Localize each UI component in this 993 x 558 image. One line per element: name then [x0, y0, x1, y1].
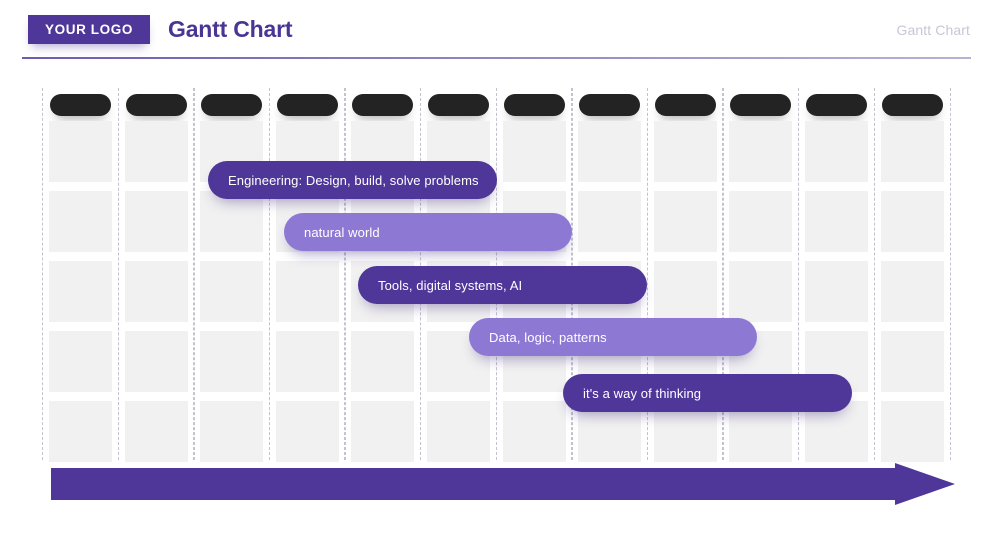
gantt-task-bar[interactable]: Engineering: Design, build, solve proble…	[208, 161, 497, 199]
gantt-task-label: Data, logic, patterns	[489, 329, 607, 345]
logo-label: YOUR LOGO	[45, 22, 133, 37]
gantt-task-bar[interactable]: natural world	[284, 213, 572, 251]
grid-cell[interactable]	[275, 331, 339, 392]
gantt-task-label: it's a way of thinking	[583, 385, 702, 401]
grid-cell[interactable]	[805, 121, 868, 182]
gantt-task-label: Engineering: Design, build, solve proble…	[228, 172, 479, 188]
grid-cell[interactable]	[351, 331, 415, 392]
column-header-pill[interactable]	[503, 94, 565, 116]
grid-cell[interactable]	[200, 191, 264, 252]
grid-cell[interactable]	[124, 191, 188, 252]
grid-cell[interactable]	[729, 261, 793, 322]
column-header-pill[interactable]	[276, 94, 338, 116]
grid-cell[interactable]	[351, 401, 415, 462]
column-header-pill[interactable]	[730, 94, 792, 116]
gantt-column-2[interactable]	[117, 88, 195, 462]
page-title: Gantt Chart	[168, 16, 293, 42]
column-header-pill[interactable]	[201, 94, 263, 116]
gantt-column-1[interactable]	[42, 88, 119, 462]
grid-cell[interactable]	[880, 191, 944, 252]
grid-cell[interactable]	[49, 331, 112, 392]
grid-cell[interactable]	[275, 261, 339, 322]
column-header-pill[interactable]	[352, 94, 414, 116]
grid-cell[interactable]	[275, 401, 339, 462]
grid-cell[interactable]	[880, 331, 944, 392]
grid-cell[interactable]	[502, 121, 566, 182]
column-header-pill[interactable]	[579, 94, 641, 116]
grid-cell[interactable]	[578, 191, 642, 252]
grid-cell[interactable]	[880, 121, 944, 182]
timeline-arrow-shaft	[51, 468, 896, 500]
timeline-arrow	[51, 463, 956, 505]
grid-cell[interactable]	[49, 121, 112, 182]
grid-cell[interactable]	[427, 401, 490, 462]
page-header: YOUR LOGO Gantt Chart Gantt Chart	[0, 0, 993, 60]
gantt-task-label: natural world	[304, 224, 380, 240]
grid-cell[interactable]	[653, 261, 717, 322]
gantt-task-bar[interactable]: it's a way of thinking	[563, 374, 852, 412]
grid-cell[interactable]	[124, 401, 188, 462]
grid-cell[interactable]	[880, 261, 944, 322]
grid-cell[interactable]	[124, 261, 188, 322]
grid-cell[interactable]	[200, 401, 264, 462]
gantt-column-12[interactable]	[873, 88, 951, 462]
grid-cell[interactable]	[729, 191, 793, 252]
gantt-task-bar[interactable]: Tools, digital systems, AI	[358, 266, 647, 304]
grid-cell[interactable]	[578, 121, 642, 182]
column-header-pill[interactable]	[881, 94, 943, 116]
gantt-column-4[interactable]	[268, 88, 346, 462]
grid-cell[interactable]	[200, 331, 264, 392]
grid-cell[interactable]	[653, 191, 717, 252]
grid-cell[interactable]	[49, 401, 112, 462]
column-header-pill[interactable]	[806, 94, 867, 116]
column-header-pill[interactable]	[50, 94, 111, 116]
column-header-pill[interactable]	[654, 94, 716, 116]
grid-cell[interactable]	[880, 401, 944, 462]
logo-badge[interactable]: YOUR LOGO	[28, 15, 150, 44]
gantt-task-bar[interactable]: Data, logic, patterns	[469, 318, 757, 356]
gantt-task-label: Tools, digital systems, AI	[378, 277, 523, 293]
column-header-pill[interactable]	[428, 94, 489, 116]
grid-cell[interactable]	[502, 401, 566, 462]
grid-cell[interactable]	[805, 261, 868, 322]
grid-cell[interactable]	[49, 191, 112, 252]
grid-cell[interactable]	[124, 331, 188, 392]
timeline-arrow-head	[895, 463, 955, 505]
grid-cell[interactable]	[729, 121, 793, 182]
header-watermark: Gantt Chart	[896, 22, 970, 38]
grid-cell[interactable]	[200, 261, 264, 322]
grid-cell[interactable]	[805, 191, 868, 252]
grid-cell[interactable]	[653, 121, 717, 182]
grid-cell[interactable]	[124, 121, 188, 182]
header-divider	[22, 57, 971, 59]
grid-cell[interactable]	[49, 261, 112, 322]
column-header-pill[interactable]	[125, 94, 187, 116]
gantt-column-9[interactable]	[646, 88, 724, 462]
gantt-column-3[interactable]	[193, 88, 271, 462]
